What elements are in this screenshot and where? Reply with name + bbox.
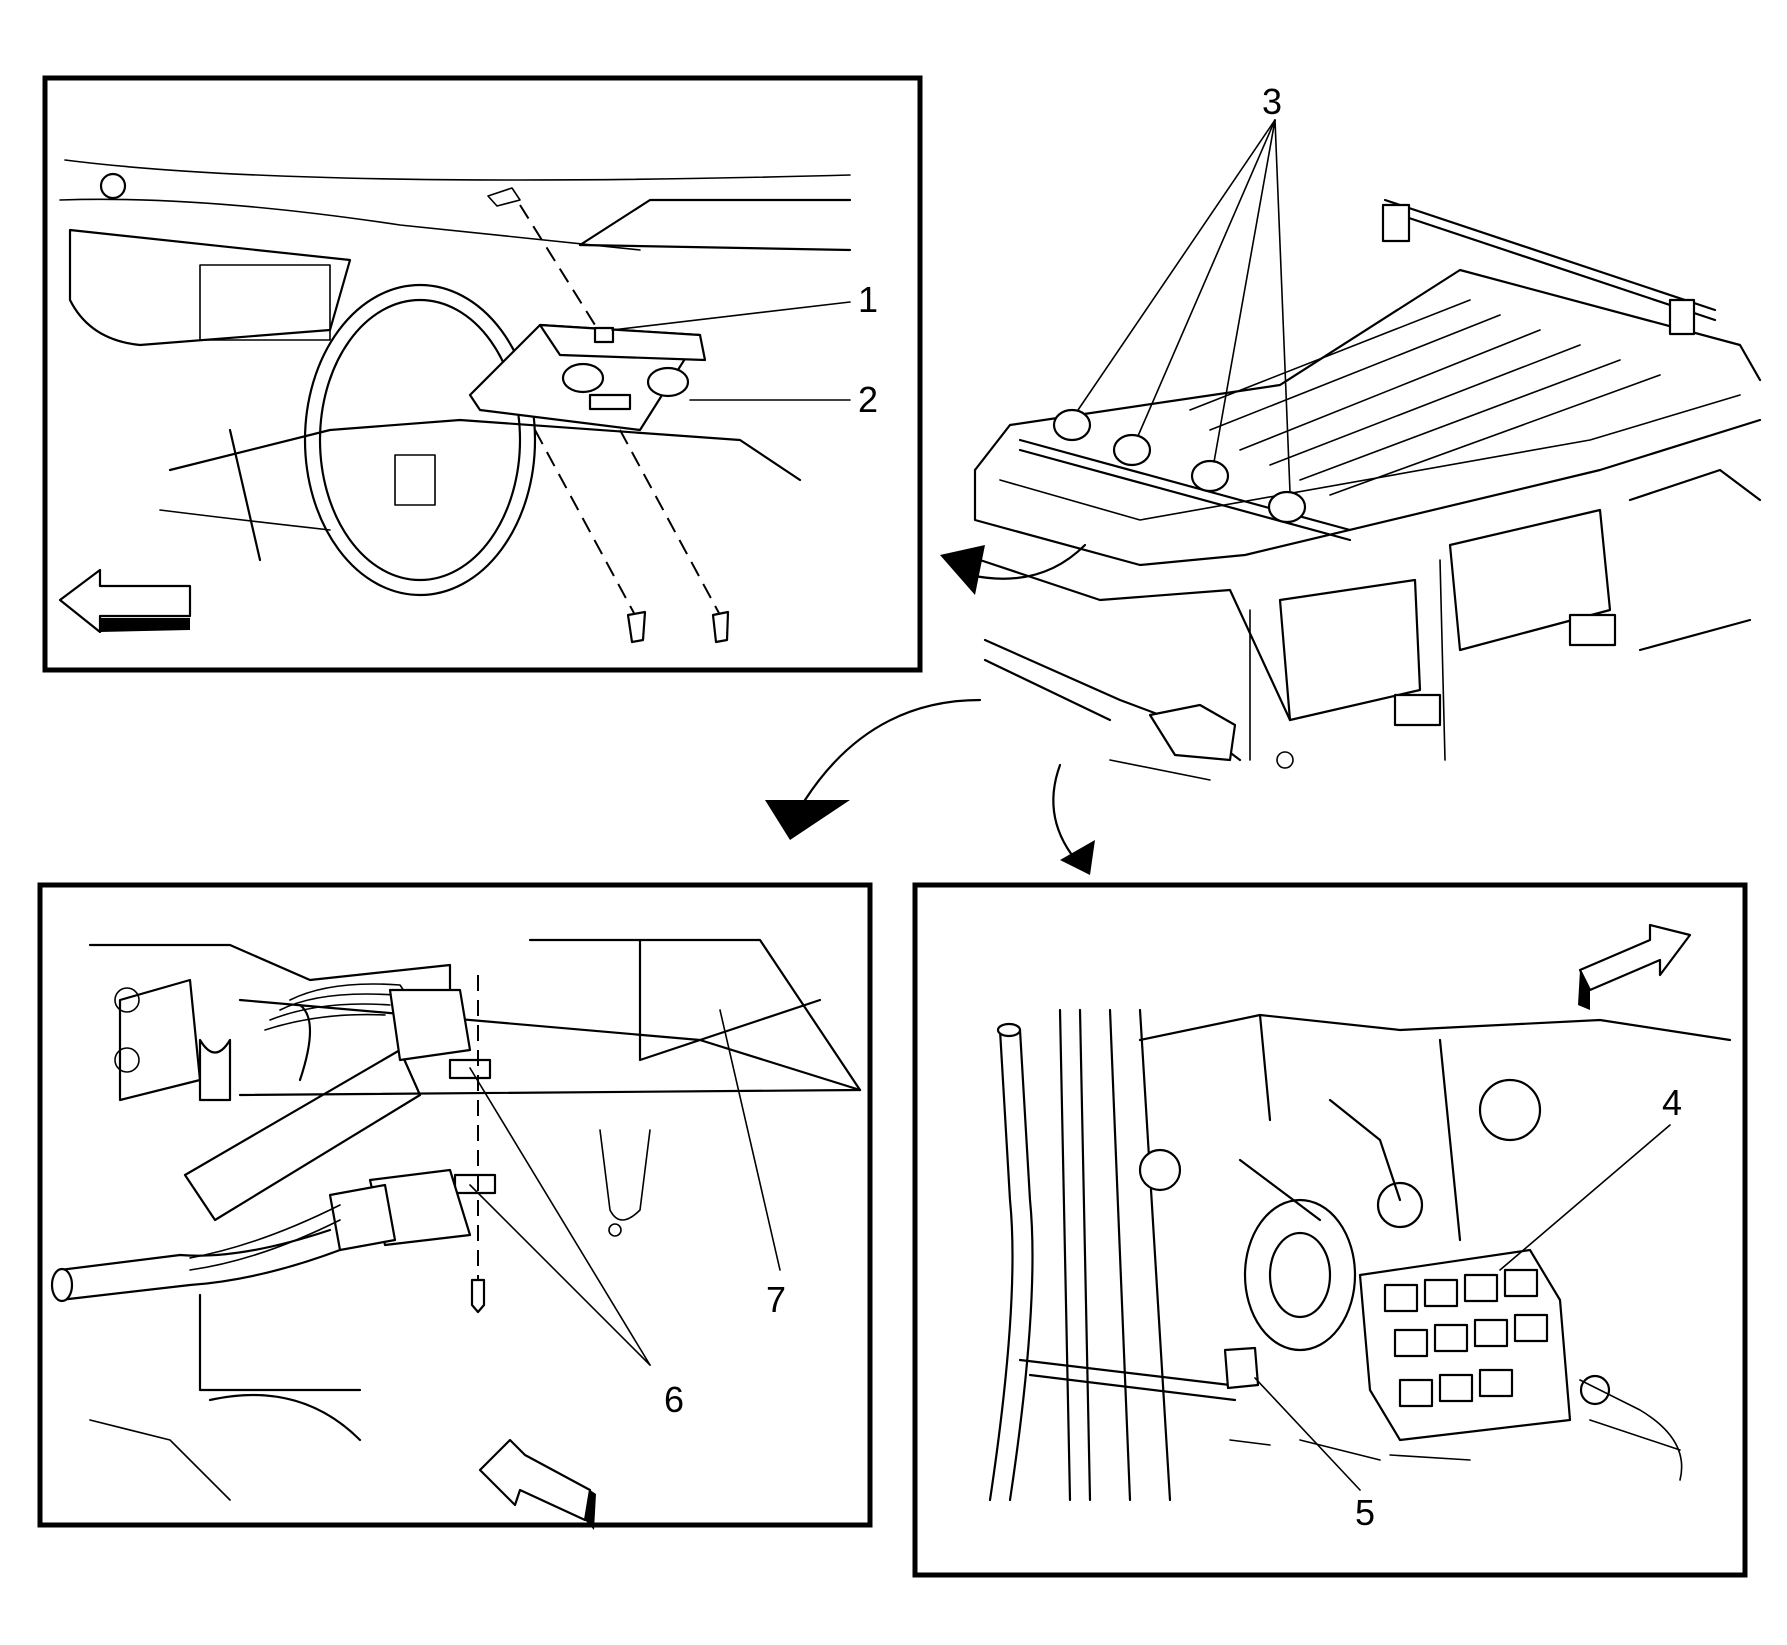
vent-switch: [394, 454, 436, 506]
vehicle-overview: [973, 198, 1762, 781]
panel-harness-connector: [37, 882, 873, 1530]
grommet: [1138, 1148, 1182, 1192]
nut: [1579, 1374, 1611, 1406]
door-handle: [1568, 613, 1617, 647]
rack-end-cap: [1381, 203, 1411, 243]
door-handle: [1393, 693, 1442, 727]
harness-connector: [1223, 1346, 1260, 1390]
dome-lamp: [646, 366, 690, 398]
rack-end-cap: [1668, 298, 1696, 336]
callout-1: 1: [858, 279, 878, 320]
panel-fuse-block: [912, 882, 1748, 1578]
direction-arrow: [1578, 923, 1692, 992]
grommet: [1478, 1078, 1542, 1142]
callout-4: 4: [1662, 1082, 1682, 1123]
pointer-arrows: [765, 543, 1095, 875]
roof-marker-lamps: [1052, 408, 1307, 524]
upper-connector: [388, 988, 472, 1062]
screw: [711, 610, 730, 644]
console-tab: [593, 326, 615, 344]
callout-3: 3: [1262, 81, 1282, 122]
callout-6: 6: [664, 1379, 684, 1420]
screw: [470, 1278, 486, 1314]
screw: [626, 610, 647, 644]
grommet: [1376, 1181, 1424, 1229]
panel-overhead-console: [42, 75, 923, 673]
callout-5: 5: [1355, 1492, 1375, 1533]
callout-7: 7: [766, 1279, 786, 1320]
callout-3-leaders: [1077, 119, 1291, 493]
console-switch: [588, 393, 632, 411]
dome-lamp: [561, 362, 605, 394]
callout-2: 2: [858, 379, 878, 420]
